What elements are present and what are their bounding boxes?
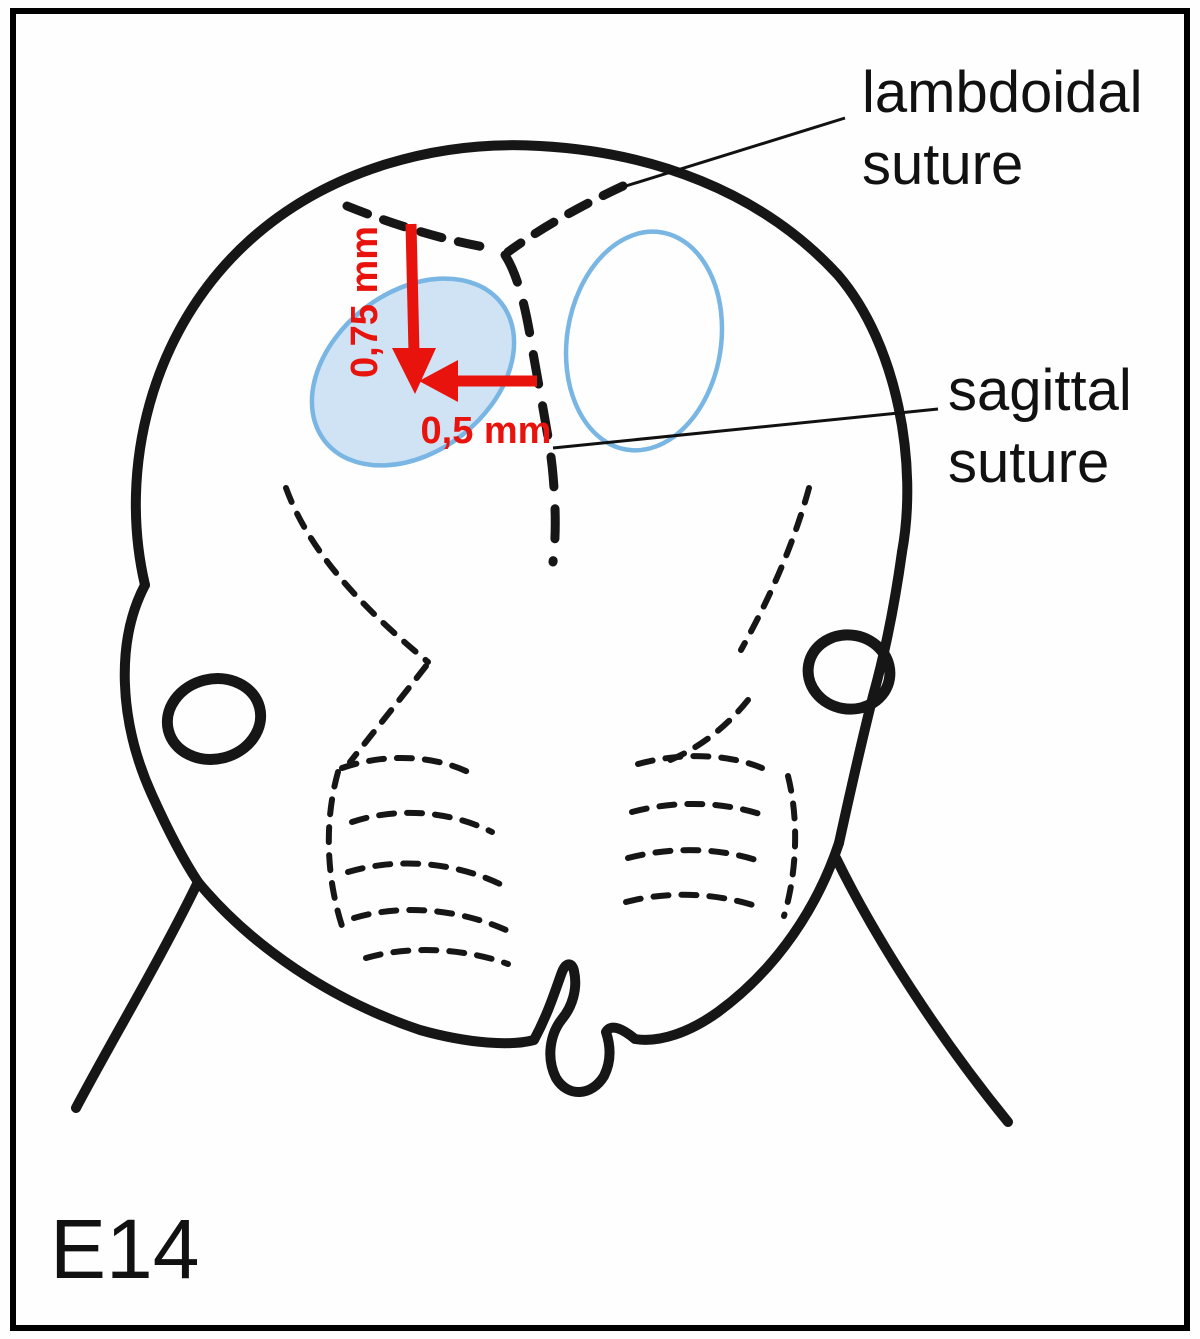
right-pad-line-3: [623, 891, 759, 909]
right-pad-line-1: [629, 801, 763, 817]
horizontal-arrow-head: [419, 360, 458, 402]
sagittal-pointer-line: [552, 407, 939, 450]
vertical-arrow-shaft: [405, 223, 420, 353]
right-facial-arc: [738, 485, 812, 653]
lambdoidal-suture-right-branch: [503, 181, 628, 257]
left-pad-top-edge: [339, 754, 475, 777]
lambdoidal-suture: [342, 181, 628, 257]
left-pad-bottom-edge: [363, 947, 511, 967]
sagittal-label-line2: suture: [948, 430, 1109, 495]
lambdoidal-label-line1: lambdoidal: [862, 60, 1143, 125]
jaw-and-snout-outline: [193, 838, 844, 1097]
left-pad-left-edge: [325, 769, 347, 935]
left-pad-line-2: [345, 860, 503, 887]
lambdoidal-suture-left-branch: [342, 201, 495, 253]
facial-suture-lines: [283, 485, 812, 967]
horizontal-measurement-label: 0,5 mm: [421, 410, 552, 452]
left-pad-line-3: [351, 907, 509, 933]
right-pad-line-2: [625, 847, 765, 865]
right-neck-outline: [831, 853, 1013, 1127]
sagittal-suture: [500, 250, 560, 567]
left-facial-arc: [283, 485, 431, 665]
stage-label: E14: [50, 1202, 199, 1296]
right-ear: [802, 629, 896, 715]
right-temporal-outline: [834, 547, 907, 848]
lambdoidal-label-line2: suture: [862, 132, 1023, 197]
head-outline: [71, 140, 1013, 1127]
left-ear: [161, 673, 267, 765]
vertical-arrow-head: [392, 348, 436, 394]
lambdoidal-pointer-line: [612, 116, 846, 192]
sagittal-label-line1: sagittal: [948, 358, 1132, 423]
left-neck-outline: [71, 877, 203, 1113]
left-pad-line-1: [349, 809, 495, 835]
left-facial-connector: [347, 663, 429, 765]
figure-border: [10, 8, 1190, 1331]
right-pad-right-edge: [781, 773, 799, 919]
measurement-arrows: [392, 223, 537, 402]
contralateral-region-ellipse: [563, 229, 725, 453]
right-pad-top-edge: [635, 753, 765, 771]
skull-dome-outline: [130, 140, 913, 590]
left-temporal-outline: [119, 580, 203, 887]
vertical-measurement-label: 0,75 mm: [344, 226, 386, 378]
